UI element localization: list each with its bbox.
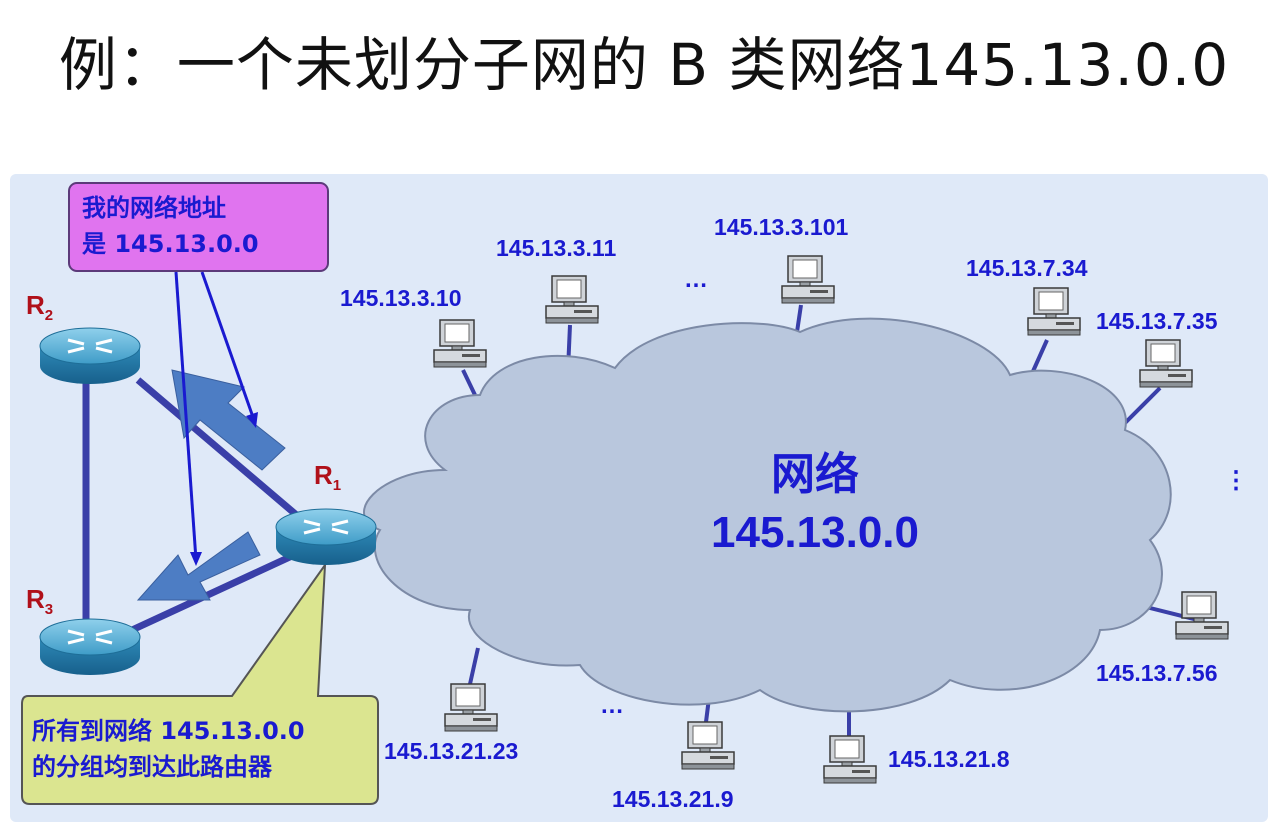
- ellipsis-top: …: [684, 266, 708, 293]
- computer-icon: [1175, 591, 1229, 640]
- callout-top-line2: 是 145.13.0.0: [82, 230, 259, 258]
- router-r2: [39, 327, 141, 384]
- callout-top: [68, 182, 329, 272]
- cloud-network-address: 145.13.0.0: [711, 508, 919, 557]
- router-r3: [39, 618, 141, 675]
- host-label: 145.13.21.9: [612, 786, 734, 812]
- router-label-r1: R1: [314, 460, 342, 494]
- router-label-r2: R2: [26, 290, 54, 324]
- network-cloud: [363, 317, 1172, 713]
- host-label: 145.13.21.23: [384, 738, 519, 764]
- computer-icon: [1027, 287, 1081, 336]
- host-label: 145.13.7.35: [1096, 308, 1218, 334]
- computer-icon: [823, 735, 877, 784]
- host-label: 145.13.7.34: [966, 255, 1088, 281]
- router-label-r3: R3: [26, 584, 54, 618]
- host-label: 145.13.7.56: [1096, 660, 1218, 686]
- callout-bottom-line1: 所有到网络 145.13.0.0: [32, 717, 305, 745]
- host-label: 145.13.3.101: [714, 214, 849, 240]
- host-label: 145.13.3.10: [340, 285, 462, 311]
- computer-icon: [545, 275, 599, 324]
- callout-pointers: [174, 271, 258, 566]
- computer-icon: [1139, 339, 1193, 388]
- page-title: 例：一个未划分子网的 B 类网络145.13.0.0: [58, 31, 1230, 99]
- router-r1: [275, 508, 377, 565]
- host-label: 145.13.3.11: [496, 235, 617, 261]
- computer-icon: [681, 721, 735, 770]
- cloud-network-name: 网络: [771, 449, 859, 500]
- computer-icon: [433, 319, 487, 368]
- callout-bottom: [21, 561, 379, 805]
- callout-bottom-line2: 的分组均到达此路由器: [32, 753, 272, 781]
- callout-top-line1: 我的网络地址: [82, 194, 226, 222]
- ellipsis-right: ⋮: [1224, 467, 1248, 494]
- callout-bottom-text: 所有到网络 145.13.0.0 的分组均到达此路由器: [32, 713, 305, 785]
- router-links: [82, 377, 303, 634]
- route-arrows: [136, 369, 286, 601]
- computer-icon: [444, 683, 498, 732]
- host-label: 145.13.21.8: [888, 746, 1010, 772]
- ellipsis-bottom: …: [600, 692, 624, 719]
- callout-top-text: 我的网络地址 是 145.13.0.0: [82, 190, 259, 262]
- computer-icon: [781, 255, 835, 304]
